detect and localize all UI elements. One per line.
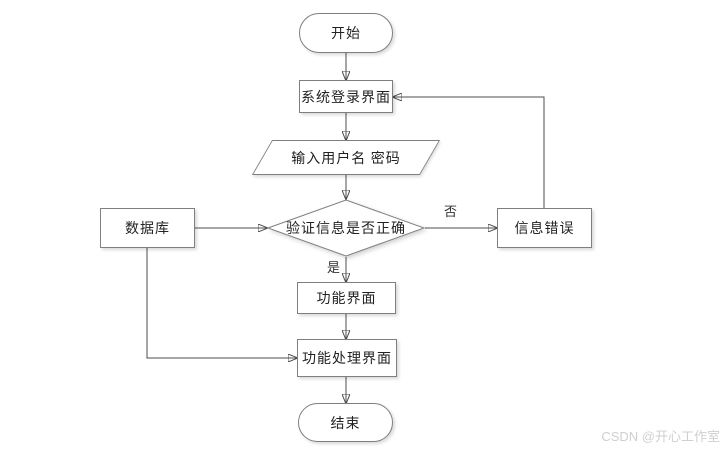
node-login-label: 系统登录界面 [301, 90, 391, 106]
node-login: 系统登录界面 [299, 80, 393, 113]
node-database: 数据库 [100, 208, 195, 248]
node-input: 输入用户名 密码 [249, 140, 443, 175]
node-input-label: 输入用户名 密码 [291, 151, 401, 167]
diamond-shape [267, 199, 425, 257]
node-function: 功能界面 [297, 282, 396, 314]
node-verify: 验证信息是否正确 [267, 199, 425, 257]
node-start: 开始 [299, 13, 393, 53]
node-verify-label: 验证信息是否正确 [286, 222, 406, 237]
node-start-label: 开始 [331, 27, 361, 42]
node-end: 结束 [298, 403, 393, 442]
node-end-label: 结束 [330, 416, 361, 432]
edge-database-procfunc [146, 248, 297, 358]
edge-label-no: 否 [444, 204, 458, 219]
node-procfunc-label: 功能处理界面 [302, 352, 392, 367]
node-function-label: 功能界面 [316, 292, 377, 307]
node-error-label: 信息错误 [514, 222, 575, 237]
edge-error-login [393, 97, 545, 208]
edge-label-yes: 是 [327, 260, 341, 275]
node-database-label: 数据库 [125, 222, 170, 237]
watermark: CSDN @开心工作室 [601, 429, 720, 444]
node-error: 信息错误 [497, 208, 592, 248]
node-procfunc: 功能处理界面 [297, 339, 397, 377]
